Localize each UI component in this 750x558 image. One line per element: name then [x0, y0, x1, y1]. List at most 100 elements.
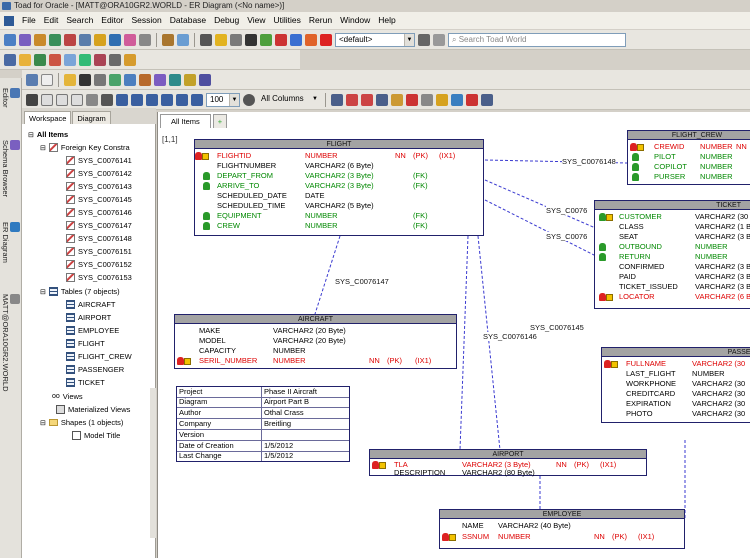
grid-icon[interactable] [79, 33, 91, 46]
menu-utilities[interactable]: Utilities [273, 15, 301, 25]
document-icon[interactable] [4, 15, 14, 26]
cube-icon[interactable] [124, 53, 136, 66]
flag-red-icon[interactable] [275, 33, 287, 46]
x-icon[interactable] [466, 93, 478, 106]
tree-table-item[interactable]: EMPLOYEE [66, 324, 119, 337]
tree-fk-item[interactable]: SYS_C0076153 [66, 271, 132, 284]
rail-tab-editor[interactable]: Editor [1, 84, 20, 128]
rail-tab-schema-browser[interactable]: Schema Browser [1, 136, 20, 216]
menu-debug[interactable]: Debug [214, 15, 240, 25]
print-icon[interactable] [94, 73, 106, 86]
compare-icon[interactable] [162, 33, 174, 46]
entity-ticket[interactable]: TICKET CUSTOMER VARCHAR2 (30 CLASS VARCH… [594, 200, 750, 309]
layout-right-icon[interactable] [481, 93, 493, 106]
search-toad-world-input[interactable]: ⌕ Search Toad World [448, 32, 626, 47]
open-diagram-icon[interactable] [64, 73, 76, 86]
session-icon[interactable] [34, 33, 46, 46]
refresh-icon[interactable] [124, 73, 136, 86]
tree-fk-item[interactable]: SYS_C0076152 [66, 258, 132, 271]
options-icon[interactable] [421, 93, 433, 106]
menu-editor[interactable]: Editor [101, 15, 124, 25]
zoom-combo[interactable]: 100▼ [206, 92, 240, 107]
open-icon[interactable] [19, 53, 31, 66]
tree-table-item[interactable]: FLIGHT [66, 337, 105, 350]
remove-icon[interactable] [361, 93, 373, 106]
save-icon[interactable] [79, 53, 91, 66]
collapse-icon[interactable]: ⊟ [40, 288, 46, 296]
window-icon[interactable] [64, 53, 76, 66]
find-table-icon[interactable] [139, 73, 151, 86]
grid-layout-icon[interactable] [101, 93, 113, 106]
menu-help[interactable]: Help [378, 15, 396, 25]
column-row[interactable] [195, 151, 209, 161]
tab-workspace[interactable]: Workspace [24, 111, 72, 124]
tools-icon[interactable] [139, 33, 151, 46]
tree-materialized-views[interactable]: Materialized Views [56, 403, 130, 416]
tree-table-item[interactable]: TICKET [66, 376, 105, 389]
tree-fk-item[interactable]: SYS_C0076148 [66, 232, 132, 245]
bug-icon[interactable] [260, 33, 272, 46]
delete-icon[interactable] [346, 93, 358, 106]
tree-fk-item[interactable]: SYS_C0076143 [66, 180, 132, 193]
schema-combo[interactable]: <default>▼ [335, 32, 415, 47]
stop-icon[interactable] [320, 33, 332, 46]
connect-icon[interactable] [4, 53, 16, 66]
align-icon[interactable] [86, 93, 98, 106]
list-icon[interactable] [200, 33, 212, 46]
menu-file[interactable]: File [22, 15, 36, 25]
tree-scrollbar[interactable] [150, 388, 156, 538]
tree-table-item[interactable]: AIRPORT [66, 311, 111, 324]
tree-root[interactable]: ⊟All Items [28, 130, 69, 139]
menu-search[interactable]: Search [66, 15, 94, 25]
collapse-icon[interactable]: ⊟ [40, 419, 46, 427]
menu-session[interactable]: Session [131, 15, 162, 25]
add-tab-button[interactable]: + [212, 114, 228, 128]
tree-fk-item[interactable]: SYS_C0076147 [66, 219, 132, 232]
columns-combo[interactable]: All Columns▼ [258, 93, 320, 107]
entity-flight[interactable]: FLIGHT FLIGHTID NUMBER NN (PK) (IX1) FLI… [194, 139, 484, 236]
sql-icon[interactable] [49, 33, 61, 46]
menu-edit[interactable]: Edit [43, 15, 59, 25]
schema-browser-icon[interactable] [19, 33, 31, 46]
script-icon[interactable] [169, 73, 181, 86]
zoom-out-icon[interactable] [131, 93, 143, 106]
menu-view[interactable]: View [247, 15, 266, 25]
entity-employee[interactable]: EMPLOYEE NAME VARCHAR2 (40 Byte) SSNUM N… [439, 509, 685, 549]
magic-icon[interactable] [433, 33, 445, 46]
new-editor-icon[interactable] [4, 33, 16, 46]
execute-icon[interactable] [34, 53, 46, 66]
collapse-icon[interactable]: ⊟ [40, 144, 46, 152]
model-title-box[interactable]: Project Phase II Aircraft Diagram Airpor… [176, 386, 350, 462]
menu-window[interactable]: Window [340, 15, 371, 25]
save-diagram-icon[interactable] [79, 73, 91, 86]
folder-icon[interactable] [94, 33, 106, 46]
tree-table-item[interactable]: AIRCRAFT [66, 298, 116, 311]
tree-shape-item[interactable]: Model Title [72, 429, 120, 442]
collapse-icon[interactable]: ⊟ [28, 131, 34, 139]
entity-passenger[interactable]: PASSENG FULLNAME VARCHAR2 (30 LAST_FLIGH… [601, 347, 750, 423]
entity-flight-crew[interactable]: FLIGHT_CREW CREWID NUMBER NN PILOT NUMBE… [627, 130, 750, 185]
tree-fk-item[interactable]: SYS_C0076151 [66, 245, 132, 258]
zoom-width-icon[interactable] [176, 93, 188, 106]
tab-diagram[interactable]: Diagram [72, 111, 111, 124]
add-table-icon[interactable] [109, 73, 121, 86]
wand-icon[interactable] [305, 33, 317, 46]
tools-red-icon[interactable] [406, 93, 418, 106]
arrange-icon[interactable] [331, 93, 343, 106]
clock-icon[interactable] [245, 33, 257, 46]
zoom-page-icon[interactable] [161, 93, 173, 106]
report-diagram-icon[interactable] [199, 73, 211, 86]
tab-all-items[interactable]: All Items [160, 114, 211, 128]
entity-airport[interactable]: AIRPORT TLA VARCHAR2 (3 Byte) NN (PK) (I… [369, 449, 647, 477]
pointer-icon[interactable] [26, 93, 38, 106]
format-icon[interactable] [230, 33, 242, 46]
copy-icon[interactable] [56, 93, 68, 106]
database-icon[interactable] [109, 33, 121, 46]
tree-fk-item[interactable]: SYS_C0076145 [66, 193, 132, 206]
debug-icon[interactable] [64, 33, 76, 46]
lock-icon[interactable] [94, 53, 106, 66]
tree-fk-item[interactable]: SYS_C0076141 [66, 154, 132, 167]
relation-icon[interactable] [154, 73, 166, 86]
tree-tables-group[interactable]: ⊟Tables (7 objects) [40, 287, 120, 296]
